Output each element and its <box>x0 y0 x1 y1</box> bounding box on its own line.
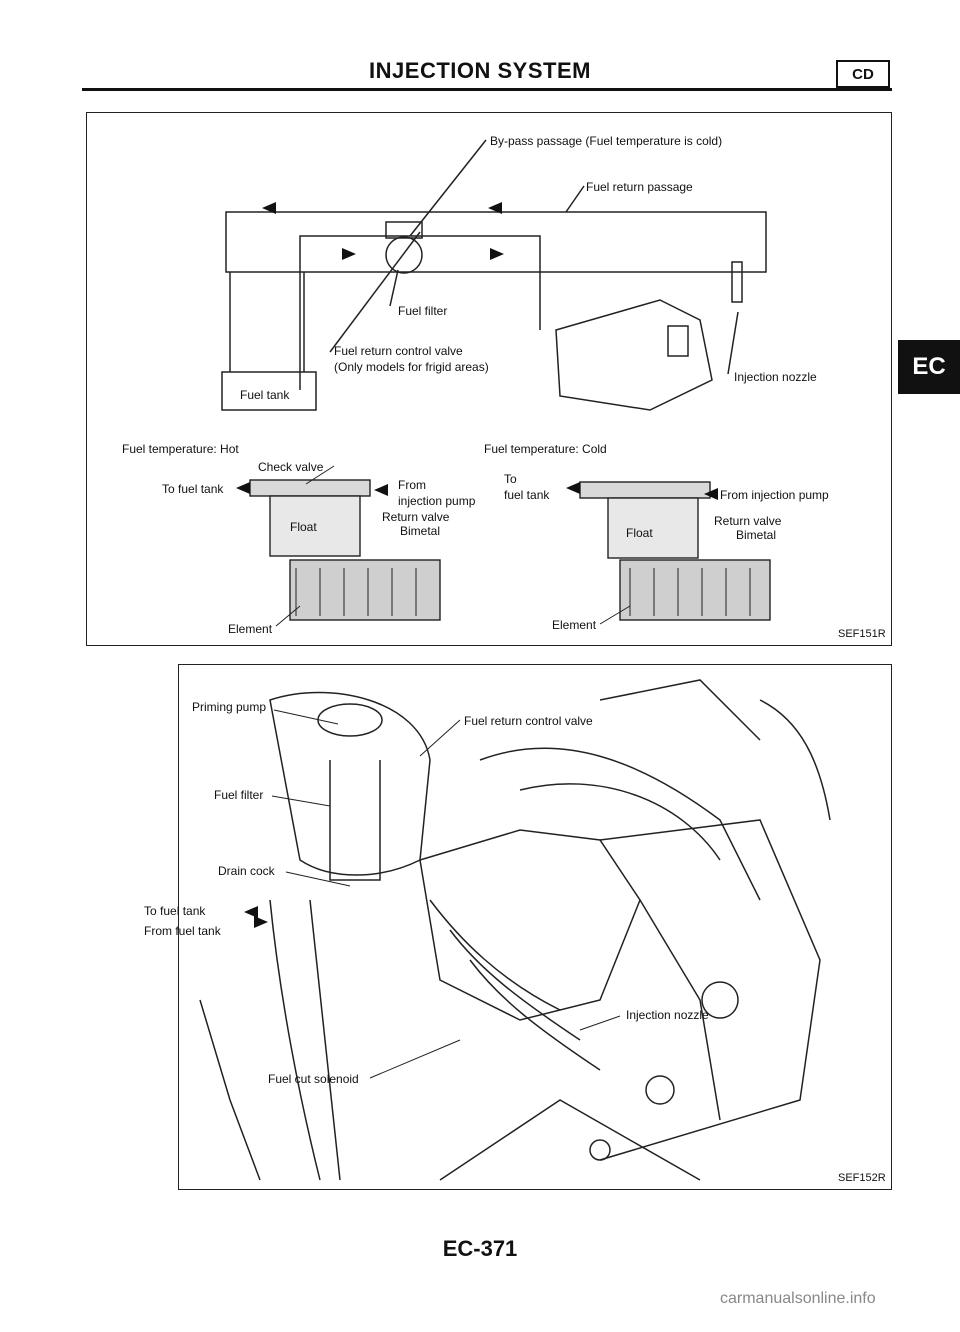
cold-valve-element <box>619 559 771 621</box>
label-return-valve-cold: Return valve <box>714 514 782 528</box>
figure-1-ref: SEF151R <box>838 628 886 640</box>
figure-2-panel <box>178 664 892 1190</box>
page-number: EC-371 <box>442 1236 518 1261</box>
return-pipe-outer <box>225 211 767 273</box>
label-from-fuel-tank: From fuel tank <box>144 924 221 938</box>
label-frigid-areas-note: (Only models for frigid areas) <box>334 360 489 374</box>
return-pipe-inner <box>299 235 541 390</box>
label-float-hot: Float <box>290 520 317 534</box>
label-element-hot: Element <box>228 622 273 636</box>
label-bimetal-cold: Bimetal <box>736 528 777 542</box>
figure-1-panel <box>86 112 892 646</box>
label-return-valve-hot: Return valve <box>382 510 450 524</box>
figure-2-ref: SEF152R <box>838 1172 886 1184</box>
label-fuel-return-passage: Fuel return passage <box>586 180 693 194</box>
label-temp-hot: Fuel temperature: Hot <box>122 442 239 456</box>
label-injection-nozzle: Injection nozzle <box>734 370 817 384</box>
label-check-valve: Check valve <box>258 460 324 474</box>
flow-arrow-right-2 <box>490 248 504 260</box>
flow-arrow-left-1 <box>262 202 276 214</box>
hot-valve-element <box>289 559 441 621</box>
label-fuel-cut-solenoid: Fuel cut solenoid <box>268 1072 359 1086</box>
label-fuel-filter: Fuel filter <box>398 304 448 318</box>
label-float-cold: Float <box>626 526 653 540</box>
label-from-pump-cold: From injection pump <box>720 488 829 502</box>
flow-arrow-right-1 <box>342 248 356 260</box>
header-rule <box>82 88 892 91</box>
label-to-cold-2: fuel tank <box>504 488 550 502</box>
page-title: INJECTION SYSTEM <box>369 58 591 83</box>
section-tab-ec[interactable]: EC <box>898 340 960 394</box>
label-fuel-tank: Fuel tank <box>240 388 290 402</box>
label-element-cold: Element <box>552 618 597 632</box>
label-fuel-return-control-valve: Fuel return control valve <box>334 344 463 358</box>
label-from-hot-1: From <box>398 478 426 492</box>
label-injection-nozzle-2: Injection nozzle <box>626 1008 709 1022</box>
hot-valve-top <box>249 479 371 497</box>
label-bypass-passage: By-pass passage (Fuel temperature is col… <box>490 134 723 148</box>
cd-badge: CD <box>836 60 890 88</box>
fuel-filter-shape <box>385 236 423 274</box>
label-temp-cold: Fuel temperature: Cold <box>484 442 607 456</box>
label-to-cold-1: To <box>504 472 517 486</box>
label-fuel-return-control-valve-2: Fuel return control valve <box>464 714 593 728</box>
label-bimetal-hot: Bimetal <box>400 524 441 538</box>
injection-nozzle-shape <box>731 261 743 303</box>
label-fuel-filter-2: Fuel filter <box>214 788 264 802</box>
cold-valve-top <box>579 481 711 499</box>
engine-bay-drawing <box>199 679 831 1181</box>
label-priming-pump: Priming pump <box>192 700 267 714</box>
label-to-fuel-tank: To fuel tank <box>144 904 206 918</box>
label-drain-cock: Drain cock <box>218 864 275 878</box>
label-to-fuel-tank-hot: To fuel tank <box>162 482 224 496</box>
watermark: carmanualsonline.info <box>720 1290 876 1307</box>
flow-arrow-left-2 <box>488 202 502 214</box>
fuel-tank-box <box>221 371 317 411</box>
injection-pump-shape <box>555 299 713 411</box>
label-from-hot-2: injection pump <box>398 494 476 508</box>
